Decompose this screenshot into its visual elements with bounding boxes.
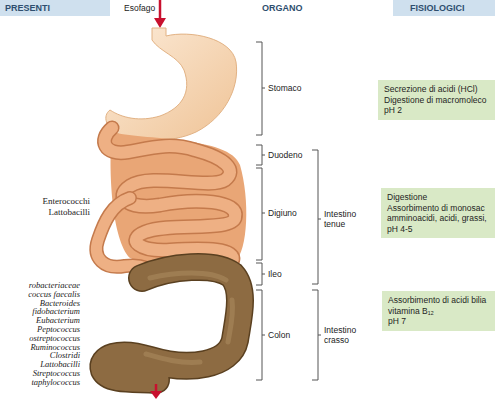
function-text: pH 7 [388,316,406,327]
microbe-label: taphylococcus [31,378,80,387]
microbe-label: Streptococcus [33,369,80,378]
esophagus-arrow [159,0,162,20]
organ-label: Duodeno [268,150,303,160]
microbe-label: Lattobacilli [40,360,80,369]
colon-shape [103,267,240,380]
microbe-label: ostreptococcus [29,334,80,343]
microbe-label: robacteriaceae [29,281,80,290]
microbe-label: Peptococcus [37,325,80,334]
microbe-label: Enterococchi [43,196,90,206]
organ-label: Colon [268,330,290,340]
bracket [256,145,265,165]
function-box: Secrezione di acidi (HCl)Digestione di m… [378,80,495,120]
bracket [256,263,265,285]
function-text: pH 2 [384,105,402,116]
microbe-label: Bacteroides [40,299,80,308]
microbe-label: Clostridi [50,351,80,360]
stomach-shape [106,28,237,141]
microbe-label: coccus faecalis [28,290,80,299]
organ-label: Digiuno [268,208,297,218]
organ-label: Esofago [124,3,155,13]
organ-label: Stomaco [268,83,302,93]
function-box: Assorbimento di acidi biliavitamina B₁₂p… [382,291,495,331]
header-bar: PRESENTI [0,0,110,16]
section-label: Intestino crasso [324,325,368,345]
microbe-label: ostreptococcus [29,334,80,343]
microbe-label: fidobacterium [32,307,80,316]
function-text: Digestione [387,192,427,203]
microbe-label: Lattobacilli [49,207,90,217]
bracket [256,42,265,135]
microbe-label: Eubacterium [36,316,80,325]
header-text: FISIOLOGICI [410,3,465,14]
function-text: Secrezione di acidi (HCl) [384,84,478,95]
microbe-label: robacteriaceae [29,281,80,290]
header-bar: FISIOLOGICI [393,0,495,16]
microbe-label: Eubacterium [36,316,80,325]
organ-label: Digiuno [268,208,297,218]
microbe-label: Bacteroides [40,299,80,308]
column-header: ORGANO [262,3,303,13]
exit-arrow [155,384,158,392]
header-text: PRESENTI [5,3,50,14]
function-text: amminoacidi, acidi, grassi, [387,213,487,224]
bracket [312,290,321,380]
organ-label: Ileo [268,269,282,279]
microbe-label: fidobacterium [32,307,80,316]
bracket [312,150,321,284]
microbe-label: coccus faecalis [28,290,80,299]
microbe-label: Ruminococcus [30,343,80,352]
bracket [256,290,265,380]
colon-outline [103,267,240,380]
function-box: DigestioneAssorbimento di monosacamminoa… [381,188,495,238]
section-label: Intestino tenue [324,209,368,229]
microbe-label: taphylococcus [31,378,80,387]
microbe-label: Ruminococcus [30,343,80,352]
bracket [256,168,265,260]
colon-highlight [146,273,233,362]
function-text: pH 4-5 [387,224,413,235]
section-label: Intestino tenue [324,209,368,229]
function-text: vitamina B₁₂ [388,306,434,317]
microbe-label: Enterococchi [43,196,90,206]
column-header: ORGANO [262,3,303,13]
function-text: Assorbimento di monosac [387,203,485,214]
organ-label: Stomaco [268,83,302,93]
arrow-head [150,391,162,399]
microbe-label: Peptococcus [37,325,80,334]
organ-label: Colon [268,330,290,340]
microbe-label: Lattobacilli [40,360,80,369]
organ-label: Ileo [268,269,282,279]
organ-brackets [256,42,321,380]
organ-label: Esofago [124,3,155,13]
organ-label: Duodeno [268,150,303,160]
microbe-label: Clostridi [50,351,80,360]
arrow-head [154,18,166,28]
function-text: Digestione di macromoleco [384,95,487,106]
function-text: Assorbimento di acidi bilia [388,295,486,306]
section-label: Intestino crasso [324,325,368,345]
microbe-label: Streptococcus [33,369,80,378]
microbe-label: Lattobacilli [49,207,90,217]
